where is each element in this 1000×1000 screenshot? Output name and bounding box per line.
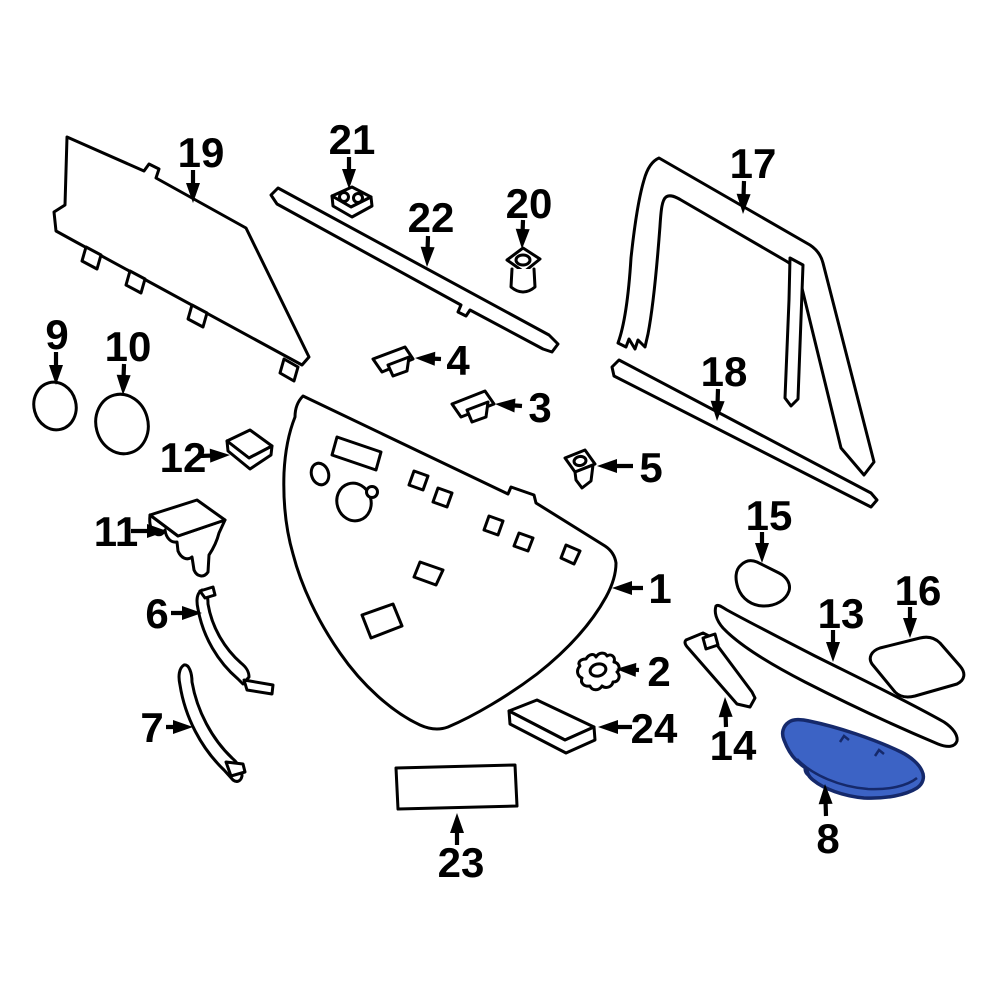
- callout-arrowhead: [186, 183, 200, 203]
- callout-arrowhead: [612, 581, 632, 595]
- callout-3: 3: [495, 384, 552, 431]
- part-number-label-4: 4: [446, 337, 470, 384]
- callout-arrowhead: [515, 228, 530, 249]
- part-3-clip: [450, 389, 496, 424]
- part-number-label-6: 6: [145, 590, 168, 637]
- part-16-trim-cap: [868, 635, 966, 699]
- callout-arrowhead: [736, 193, 751, 214]
- part-number-label-21: 21: [329, 116, 376, 163]
- part-6-pull-trim-upper: [195, 585, 275, 696]
- part-number-label-14: 14: [710, 722, 757, 769]
- part-20-grommet: [505, 246, 542, 294]
- callout-9: 9: [45, 311, 69, 385]
- part-number-label-18: 18: [701, 348, 748, 395]
- part-number-label-10: 10: [105, 323, 152, 370]
- callout-15: 15: [746, 492, 793, 563]
- callout-arrowhead: [209, 448, 230, 463]
- callout-arrowhead: [616, 662, 637, 677]
- part-number-label-7: 7: [140, 704, 163, 751]
- callout-13: 13: [818, 590, 865, 662]
- part-number-label-19: 19: [178, 129, 225, 176]
- callout-arrowhead: [710, 400, 725, 421]
- callout-17: 17: [730, 140, 777, 214]
- callout-arrowhead: [818, 784, 833, 805]
- part-21-clip: [330, 185, 374, 219]
- callout-arrowhead: [182, 606, 202, 620]
- callout-arrowhead: [116, 374, 131, 395]
- callout-arrowhead: [495, 398, 516, 413]
- part-number-label-12: 12: [160, 434, 207, 481]
- callout-4: 4: [415, 337, 470, 384]
- callout-8: 8: [816, 784, 840, 862]
- callout-18: 18: [701, 348, 748, 421]
- callout-arrowhead: [342, 169, 356, 189]
- callout-22: 22: [408, 194, 455, 267]
- part-8-armrest-pad-highlighted: [780, 717, 926, 800]
- part-number-label-9: 9: [45, 311, 68, 358]
- callout-10: 10: [105, 323, 152, 395]
- part-23-trim-frame: [394, 763, 519, 811]
- part-number-label-22: 22: [408, 194, 455, 241]
- part-9-speaker-grille-small: [32, 380, 78, 432]
- callout-arrowhead: [173, 720, 193, 734]
- part-1-door-trim-panel: [282, 394, 618, 731]
- part-2-star-clip: [576, 651, 621, 692]
- part-11-bracket: [148, 498, 227, 578]
- callout-14: 14: [710, 697, 757, 769]
- part-number-label-1: 1: [648, 565, 671, 612]
- part-14-pocket-panel: [683, 631, 757, 709]
- part-15-handle-cup: [734, 559, 791, 608]
- callout-arrowhead: [903, 618, 917, 638]
- callout-2: 2: [616, 648, 671, 695]
- callout-arrowhead: [598, 720, 618, 734]
- callout-arrowhead: [755, 543, 769, 563]
- part-13-armrest-trim-strip: [713, 603, 959, 748]
- part-24-switch-bezel: [507, 698, 597, 755]
- callout-arrowhead: [597, 459, 617, 473]
- part-number-label-16: 16: [895, 567, 942, 614]
- part-number-label-15: 15: [746, 492, 793, 539]
- part-number-label-24: 24: [631, 705, 678, 752]
- callout-11: 11: [94, 508, 167, 555]
- part-number-label-5: 5: [639, 444, 662, 491]
- part-number-label-20: 20: [506, 180, 553, 227]
- part-number-label-2: 2: [647, 648, 670, 695]
- callout-1: 1: [612, 565, 672, 612]
- callout-7: 7: [140, 704, 193, 751]
- callout-arrowhead: [49, 365, 63, 385]
- part-number-label-17: 17: [730, 140, 777, 187]
- callout-5: 5: [597, 444, 663, 491]
- callout-arrowhead: [826, 642, 840, 662]
- callout-20: 20: [506, 180, 553, 249]
- part-19-shade-panel: [52, 135, 311, 383]
- part-number-label-23: 23: [438, 839, 485, 886]
- part-12-switch-housing: [225, 428, 274, 471]
- callout-arrowhead: [420, 246, 435, 267]
- part-number-label-8: 8: [816, 815, 839, 862]
- part-22-belt-strip: [269, 186, 560, 354]
- callout-arrowhead: [718, 697, 733, 718]
- callout-arrowhead: [147, 524, 167, 538]
- part-number-label-3: 3: [528, 384, 551, 431]
- part-7-pull-trim-lower: [177, 663, 247, 783]
- part-17-window-frame-seal: [616, 156, 876, 477]
- callout-arrowhead: [415, 351, 436, 366]
- callout-6: 6: [145, 590, 202, 637]
- part-number-label-13: 13: [818, 590, 865, 637]
- part-18-belt-molding: [610, 358, 879, 509]
- part-5-bracket-clip: [563, 448, 597, 490]
- callout-24: 24: [598, 705, 678, 752]
- callout-19: 19: [178, 129, 225, 203]
- callout-21: 21: [329, 116, 376, 189]
- callout-16: 16: [895, 567, 942, 638]
- callout-23: 23: [438, 813, 485, 886]
- part-number-label-11: 11: [94, 508, 138, 555]
- callout-12: 12: [160, 434, 230, 481]
- callout-arrowhead: [450, 813, 464, 833]
- part-10-speaker-grille-large: [94, 392, 150, 456]
- part-4-clip: [371, 345, 415, 378]
